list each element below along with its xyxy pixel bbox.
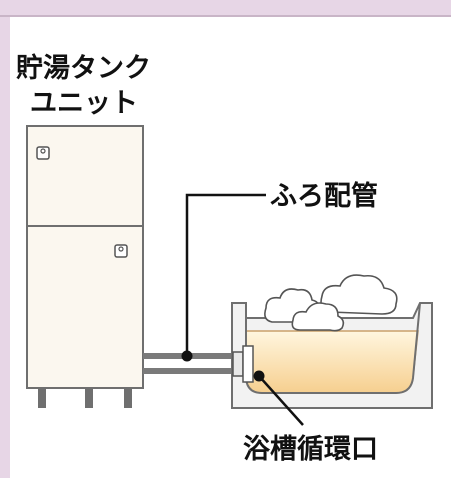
- tub-inner-outline: [245, 302, 421, 394]
- outlet-label: 浴槽循環口: [243, 434, 378, 464]
- steam-cloud-front: [291, 302, 345, 332]
- tank-label-line2: ユニット: [30, 88, 138, 118]
- pipe-label: ふろ配管: [270, 181, 378, 211]
- outlet-head: [242, 345, 254, 383]
- outlet-flange: [232, 351, 244, 377]
- outlet-callout-line: [258, 375, 304, 426]
- tank-feet: [38, 388, 46, 408]
- bathtub: [231, 302, 433, 409]
- pipe-lower: [143, 368, 233, 374]
- steam-cloud-right: [320, 274, 398, 315]
- pipe-callout-line: [185, 193, 266, 356]
- steam-cloud-icon: [264, 274, 398, 332]
- tank-foot-2: [85, 388, 93, 408]
- tank-foot-3: [124, 388, 132, 408]
- storage-tank-unit: [26, 125, 144, 408]
- tank-lower-indicator-dot: [118, 246, 124, 252]
- tub-water: [245, 330, 419, 394]
- tank-label-line1: 貯湯タンク: [16, 53, 151, 83]
- tank-top-indicator-dot: [40, 148, 46, 154]
